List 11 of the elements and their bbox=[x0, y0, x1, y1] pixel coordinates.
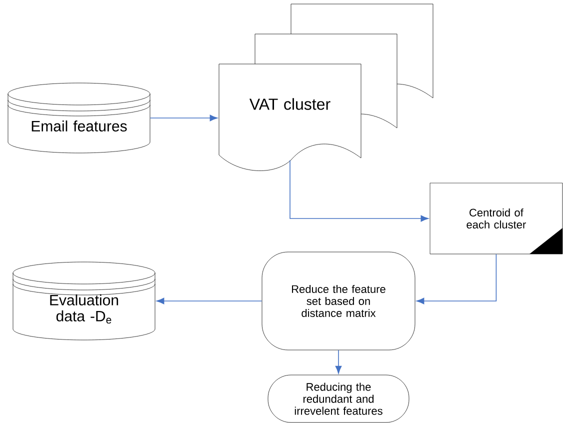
arrow bbox=[156, 298, 262, 304]
process-box: Reduce the feature set based on distance matrix bbox=[262, 252, 416, 350]
process-box: Centroid of each cluster bbox=[430, 182, 563, 254]
node-label: Evaluation data -D$_{e}$ bbox=[50, 294, 118, 324]
arrow bbox=[416, 254, 497, 304]
node-label: Email features bbox=[32, 120, 127, 132]
database-cylinder: Email features bbox=[8, 82, 150, 154]
arrow bbox=[335, 350, 342, 374]
arrow bbox=[290, 160, 429, 222]
database-cylinder: Evaluation data -D$_{e}$ bbox=[12, 262, 156, 340]
arrow bbox=[150, 114, 218, 122]
